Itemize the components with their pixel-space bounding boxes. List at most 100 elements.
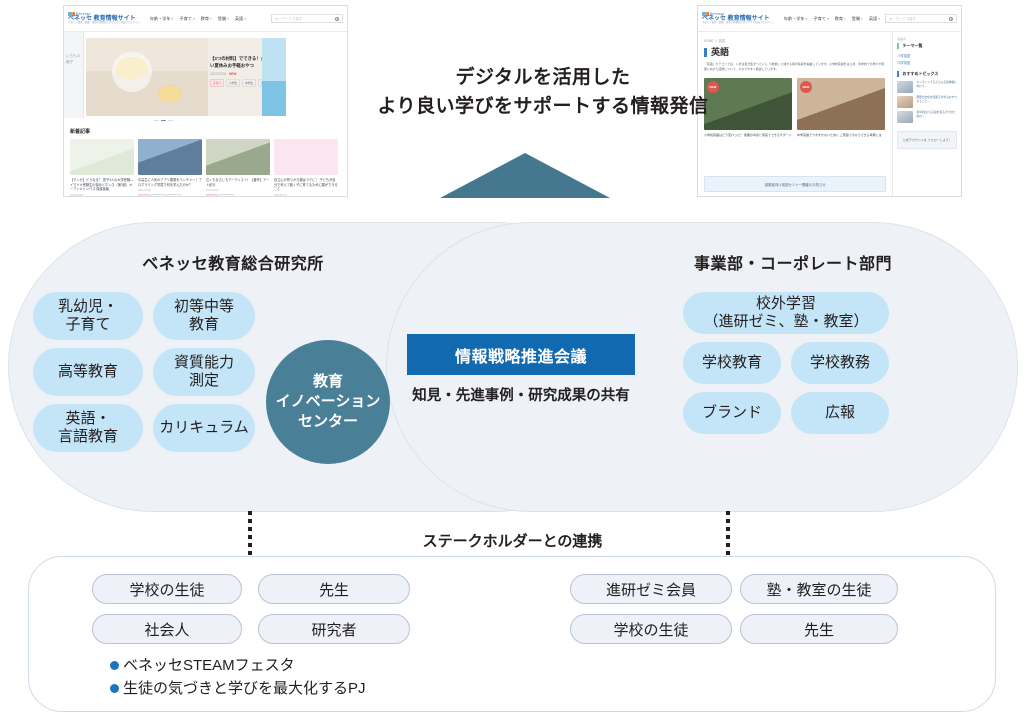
- article-tags: 教育 小学生: [206, 194, 270, 196]
- bullet-label: 生徒の気づきと学びを最大化するPJ: [123, 680, 366, 698]
- tag[interactable]: 小学生: [225, 79, 241, 88]
- nav-label: 教育: [200, 15, 210, 21]
- search-icon[interactable]: [949, 16, 953, 21]
- nav-item-education[interactable]: 教育 ▾: [835, 16, 846, 22]
- search-input[interactable]: キーワードで探す: [885, 14, 957, 23]
- nav-item-age[interactable]: 年齢・学年 ▾: [784, 16, 808, 22]
- nav-label: 受験: [217, 15, 227, 21]
- article-title: 泣くもならしもアーティスト！【番外】アート紀行: [206, 178, 270, 187]
- connector-dotted-right: [726, 511, 730, 557]
- bottom-pill-teachers-left[interactable]: 先生: [258, 574, 410, 604]
- site-brand-left[interactable]: Benesse ベネッセ 教育情報サイト 子育て・教育・受験・英語の情報をわかり…: [68, 12, 140, 24]
- pill-extracurricular[interactable]: 校外学習 （進研ゼミ、塾・教室）: [683, 292, 889, 334]
- nav-item-parenting[interactable]: 子育て ▾: [179, 16, 194, 22]
- chevron-down-icon: ▾: [210, 16, 212, 21]
- benesse-mark-icon: [702, 12, 709, 17]
- section-title: 新着記事: [70, 129, 91, 135]
- nav-item-english[interactable]: 英語 ▾: [235, 16, 246, 22]
- sidebar-theme-title: テーマ一覧: [897, 43, 957, 49]
- bottom-pill-school-students-right[interactable]: 学校の生徒: [570, 614, 732, 644]
- connector-dotted-left: [248, 511, 252, 557]
- english-card-title: 小学校英語はどう変わった？ 授業の中身と家庭でできるサポート: [704, 132, 792, 137]
- brand-name-label: ベネッセ 教育情報サイト: [702, 16, 770, 23]
- sidebar-theme-item[interactable]: 小学英語: [897, 54, 911, 58]
- pill-school-affairs[interactable]: 学校教務: [791, 342, 889, 384]
- article-card[interactable]: 泣くもならしもアーティスト！【番外】アート紀行 2022/07/27 教育 小学…: [206, 139, 270, 196]
- new-badge: NEW: [707, 80, 719, 93]
- nav-item-education[interactable]: 教育 ▾: [201, 16, 212, 22]
- article-card[interactable]: 【マンガ】どうなる？ 男子3人の大学受験―イマドキ受験生の悩みとホンネ〈第3回〉…: [70, 139, 134, 196]
- article-title: 【マンガ】どうなる？ 男子3人の大学受験―イマドキ受験生の悩みとホンネ〈第3回〉…: [70, 178, 134, 192]
- website-screenshot-english: Benesse ベネッセ 教育情報サイト 子育て・教育・受験・英語の情報をわかり…: [697, 5, 962, 197]
- tag[interactable]: 子育て: [210, 79, 225, 88]
- nav-item-parenting[interactable]: 子育て ▾: [813, 16, 828, 22]
- sidebar-theme-item[interactable]: 中学英語: [897, 61, 911, 65]
- nav-item-exam[interactable]: 受験 ▾: [218, 16, 229, 22]
- chevron-down-icon: ▾: [244, 16, 246, 21]
- brand-name-label: ベネッセ 教育情報サイト: [68, 16, 136, 23]
- follow-banner[interactable]: 公式アカウントを フォローしよう！: [897, 131, 957, 149]
- bottom-pill-researchers[interactable]: 研究者: [258, 614, 410, 644]
- tag[interactable]: 中学生: [151, 194, 166, 196]
- nav-item-english[interactable]: 英語 ▾: [869, 16, 880, 22]
- pill-curriculum[interactable]: カリキュラム: [153, 404, 255, 452]
- article-card[interactable]: 自立心が育つから親はラクに！ 子どもが自分で考えて動く子に育てるために親ができる…: [274, 139, 338, 196]
- site-brand-right[interactable]: Benesse ベネッセ 教育情報サイト 子育て・教育・受験・英語の情報をわかり…: [702, 12, 774, 24]
- brand-logo-icon: Benesse: [68, 12, 140, 17]
- pill-higher-education[interactable]: 高等教育: [33, 348, 143, 396]
- chevron-down-icon: ▾: [861, 16, 863, 21]
- article-card[interactable]: 中高生に人気のアプリ開発をベンチャー！プログラミング学習で何を学んだのか？ 20…: [138, 139, 202, 196]
- pill-competency-measurement[interactable]: 資質能力 測定: [153, 348, 255, 396]
- tag[interactable]: 小学生: [219, 194, 234, 196]
- pill-english-language[interactable]: 英語・ 言語教育: [33, 404, 143, 452]
- search-input[interactable]: キーワードで探す: [271, 14, 343, 23]
- site-header-left: Benesse ベネッセ 教育情報サイト 子育て・教育・受験・英語の情報をわかり…: [64, 6, 347, 32]
- breadcrumb-current: 英語: [718, 39, 725, 43]
- breadcrumb-home[interactable]: HOME: [704, 39, 714, 43]
- topic-title: 国際の文化交流親子が学ぶおやつまるごと―: [916, 96, 957, 104]
- tag[interactable]: 高校生: [167, 194, 182, 196]
- pill-brand[interactable]: ブランド: [683, 392, 781, 434]
- pill-pr[interactable]: 広報: [791, 392, 889, 434]
- nav-label: 英語: [234, 15, 244, 21]
- tag[interactable]: 教育: [206, 194, 218, 196]
- bottom-pill-cram-school-students[interactable]: 塾・教室の生徒: [740, 574, 898, 604]
- sidebar-topic-item[interactable]: オンラインで子どもも英語体験に向けて―: [897, 81, 957, 93]
- sidebar-topic-item[interactable]: 国際の文化交流親子が学ぶおやつまるごと―: [897, 96, 957, 108]
- education-innovation-center[interactable]: 教育 イノベーション センター: [266, 340, 390, 464]
- topic-thumbnail: [897, 81, 914, 93]
- sidebar-topic-item[interactable]: 新4年生から英語を得るまでのための―: [897, 111, 957, 123]
- bottom-pill-school-students-left[interactable]: 学校の生徒: [92, 574, 242, 604]
- tag[interactable]: 教育: [138, 194, 150, 196]
- brand-sub-label: 子育て・教育・受験・英語の情報をわかりやすくお届けするサイト: [68, 21, 140, 25]
- search-placeholder: キーワードで探す: [275, 17, 303, 21]
- hero-date: 2022/07/28: [210, 72, 226, 77]
- english-card[interactable]: NEW 中学英語でつまずかないために ご家庭で今からできる準備とは: [797, 77, 885, 138]
- nav-item-exam[interactable]: 受験 ▾: [852, 16, 863, 22]
- bottom-pill-working-adults[interactable]: 社会人: [92, 614, 242, 644]
- bottom-pill-shinken-members[interactable]: 進研ゼミ会員: [570, 574, 732, 604]
- strategy-meeting-box[interactable]: 情報戦略推進会議: [407, 334, 635, 375]
- pill-primary-secondary[interactable]: 初等中等 教育: [153, 292, 255, 340]
- article-date: 2022/07/27: [206, 189, 219, 193]
- bottom-pill-teachers-right[interactable]: 先生: [740, 614, 898, 644]
- carousel-dot[interactable]: [154, 120, 159, 122]
- seminar-banner[interactable]: 保護者向け英語セミナー開催のお知らせ: [704, 176, 887, 192]
- carousel-dots[interactable]: [154, 120, 173, 122]
- carousel-dot-active[interactable]: [161, 120, 166, 122]
- nav-item-age[interactable]: 年齢・学年 ▾: [150, 16, 174, 22]
- page-title: 英語: [704, 48, 886, 57]
- search-icon[interactable]: [335, 16, 339, 21]
- main-headline: デジタルを活用した より良い学びをサポートする情報発信: [377, 67, 709, 118]
- chevron-down-icon: ▾: [171, 16, 174, 21]
- pill-infant-parenting[interactable]: 乳幼児・ 子育て: [33, 292, 143, 340]
- english-card[interactable]: NEW 小学校英語はどう変わった？ 授業の中身と家庭でできるサポート: [704, 77, 792, 138]
- pill-school-education[interactable]: 学校教育: [683, 342, 781, 384]
- new-badge: NEW: [800, 80, 812, 93]
- tag[interactable]: 中学生: [241, 79, 257, 88]
- carousel-dot[interactable]: [168, 120, 173, 122]
- site-body-right: HOME ＞ 英語 英語 「英語」カテゴリでは、いま注目が集まっている「4技能」…: [698, 32, 961, 196]
- benesse-mark-icon: [68, 12, 75, 17]
